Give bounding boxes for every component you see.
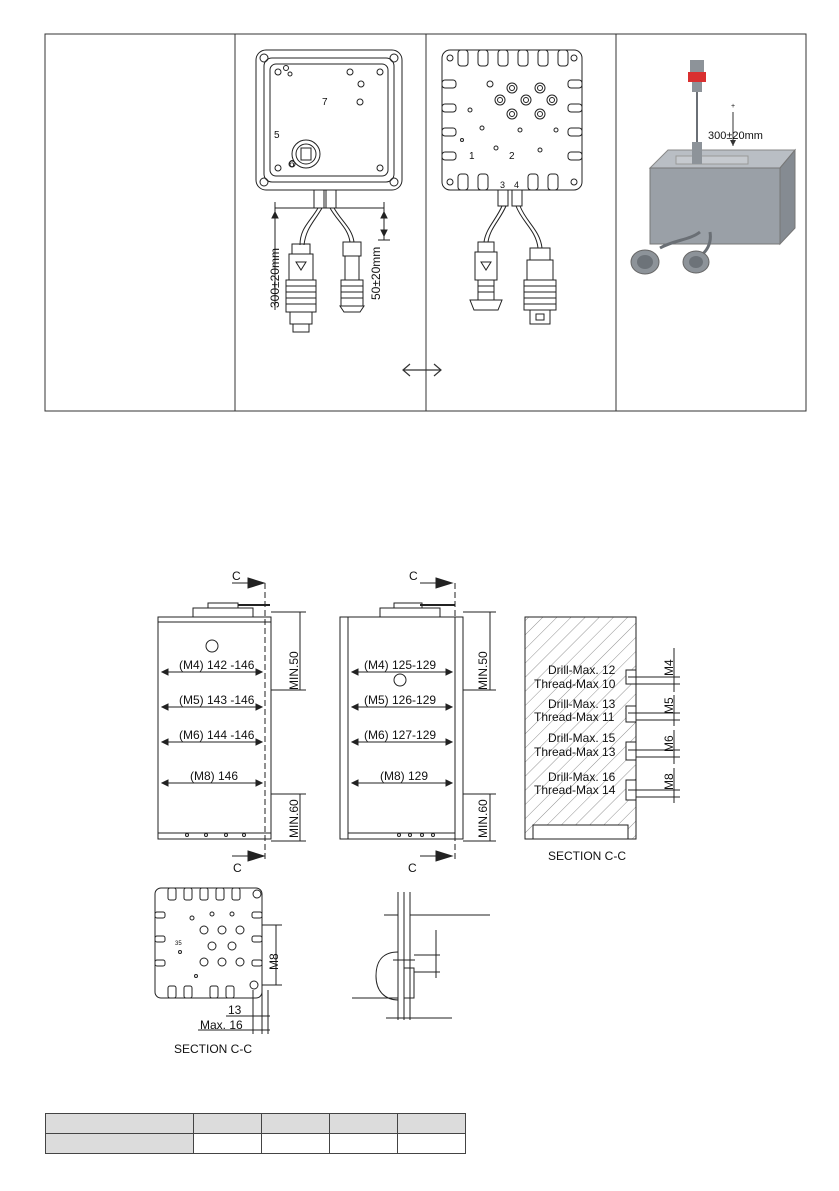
part-number-4: 4 — [514, 180, 519, 190]
section-cc-caption: SECTION C-C — [548, 849, 626, 863]
dim-max-16: Max. 16 — [200, 1018, 243, 1032]
thread-max-m5: Thread-Max 11 — [534, 710, 615, 724]
dim-m6-right: (M6) 127-129 — [364, 728, 436, 742]
dim-m8-left: (M8) 146 — [190, 769, 238, 783]
spec-cell — [193, 1113, 262, 1134]
photo-cable-length: 300±20mm — [708, 130, 763, 142]
spec-cell — [45, 1133, 194, 1154]
thread-max-m8: Thread-Max 14 — [534, 783, 616, 797]
photo-tick-mark: + — [731, 103, 735, 110]
bottom-left-view — [154, 887, 282, 1034]
min-60-left: MIN.60 — [287, 799, 301, 838]
size-m8: M8 — [662, 773, 676, 790]
min-50-left: MIN.50 — [287, 651, 301, 690]
size-m6: M6 — [662, 735, 676, 752]
dim-m6-left: (M6) 144 -146 — [179, 728, 255, 742]
part-number-3: 3 — [500, 180, 505, 190]
dim-m8-mini: M8 — [267, 953, 281, 970]
spec-cell — [261, 1133, 330, 1154]
left-block-drawing — [157, 577, 306, 862]
section-marker-c: C — [409, 569, 418, 583]
spec-cell — [329, 1113, 398, 1134]
min-60-right: MIN.60 — [476, 799, 490, 838]
part-number-6: 6 — [289, 159, 295, 170]
part-number-5: 5 — [274, 130, 280, 141]
cable-length-right: 50±20mm — [369, 247, 383, 300]
min-50-right: MIN.50 — [476, 651, 490, 690]
spec-cell — [329, 1133, 398, 1154]
drill-max-m4: Drill-Max. 12 — [548, 663, 616, 677]
part-number-1: 1 — [469, 151, 475, 162]
dim-m4-left: (M4) 142 -146 — [179, 658, 255, 672]
bottom-right-detail — [352, 892, 490, 1020]
mini-label-35: 35 — [175, 941, 182, 947]
double-arrow-icon — [402, 363, 442, 377]
drill-max-m8: Drill-Max. 16 — [548, 770, 616, 784]
dim-13: 13 — [228, 1003, 242, 1017]
dim-m8-right: (M8) 129 — [380, 769, 428, 783]
spec-cell — [193, 1133, 262, 1154]
bottom-left-caption: SECTION C-C — [174, 1042, 252, 1056]
spec-cell — [261, 1113, 330, 1134]
right-block-drawing — [339, 577, 496, 862]
drill-max-m5: Drill-Max. 13 — [548, 697, 616, 711]
section-marker-c: C — [408, 861, 417, 875]
size-m5: M5 — [662, 697, 676, 714]
size-m4: M4 — [662, 659, 676, 676]
spec-table — [45, 1113, 466, 1154]
product-3d-render — [630, 60, 797, 275]
section-cc-drawing — [524, 616, 680, 840]
spec-table-header-row — [45, 1113, 466, 1134]
back-view-drawing — [441, 49, 583, 325]
drill-max-m6: Drill-Max. 15 — [548, 731, 616, 745]
section-marker-c: C — [233, 861, 242, 875]
part-number-2: 2 — [509, 151, 515, 162]
dim-m5-right: (M5) 126-129 — [364, 693, 436, 707]
spec-cell — [45, 1113, 194, 1134]
spec-cell — [397, 1113, 466, 1134]
dim-m4-right: (M4) 125-129 — [364, 658, 436, 672]
section-marker-c: C — [232, 569, 241, 583]
front-view-drawing — [255, 49, 403, 333]
dim-m5-left: (M5) 143 -146 — [179, 693, 255, 707]
spec-cell — [397, 1133, 466, 1154]
spec-table-row — [45, 1133, 466, 1154]
part-number-7: 7 — [322, 97, 328, 108]
cable-length-left: 300±20mm — [268, 248, 282, 308]
thread-max-m6: Thread-Max 13 — [534, 745, 616, 759]
thread-max-m4: Thread-Max 10 — [534, 677, 616, 691]
